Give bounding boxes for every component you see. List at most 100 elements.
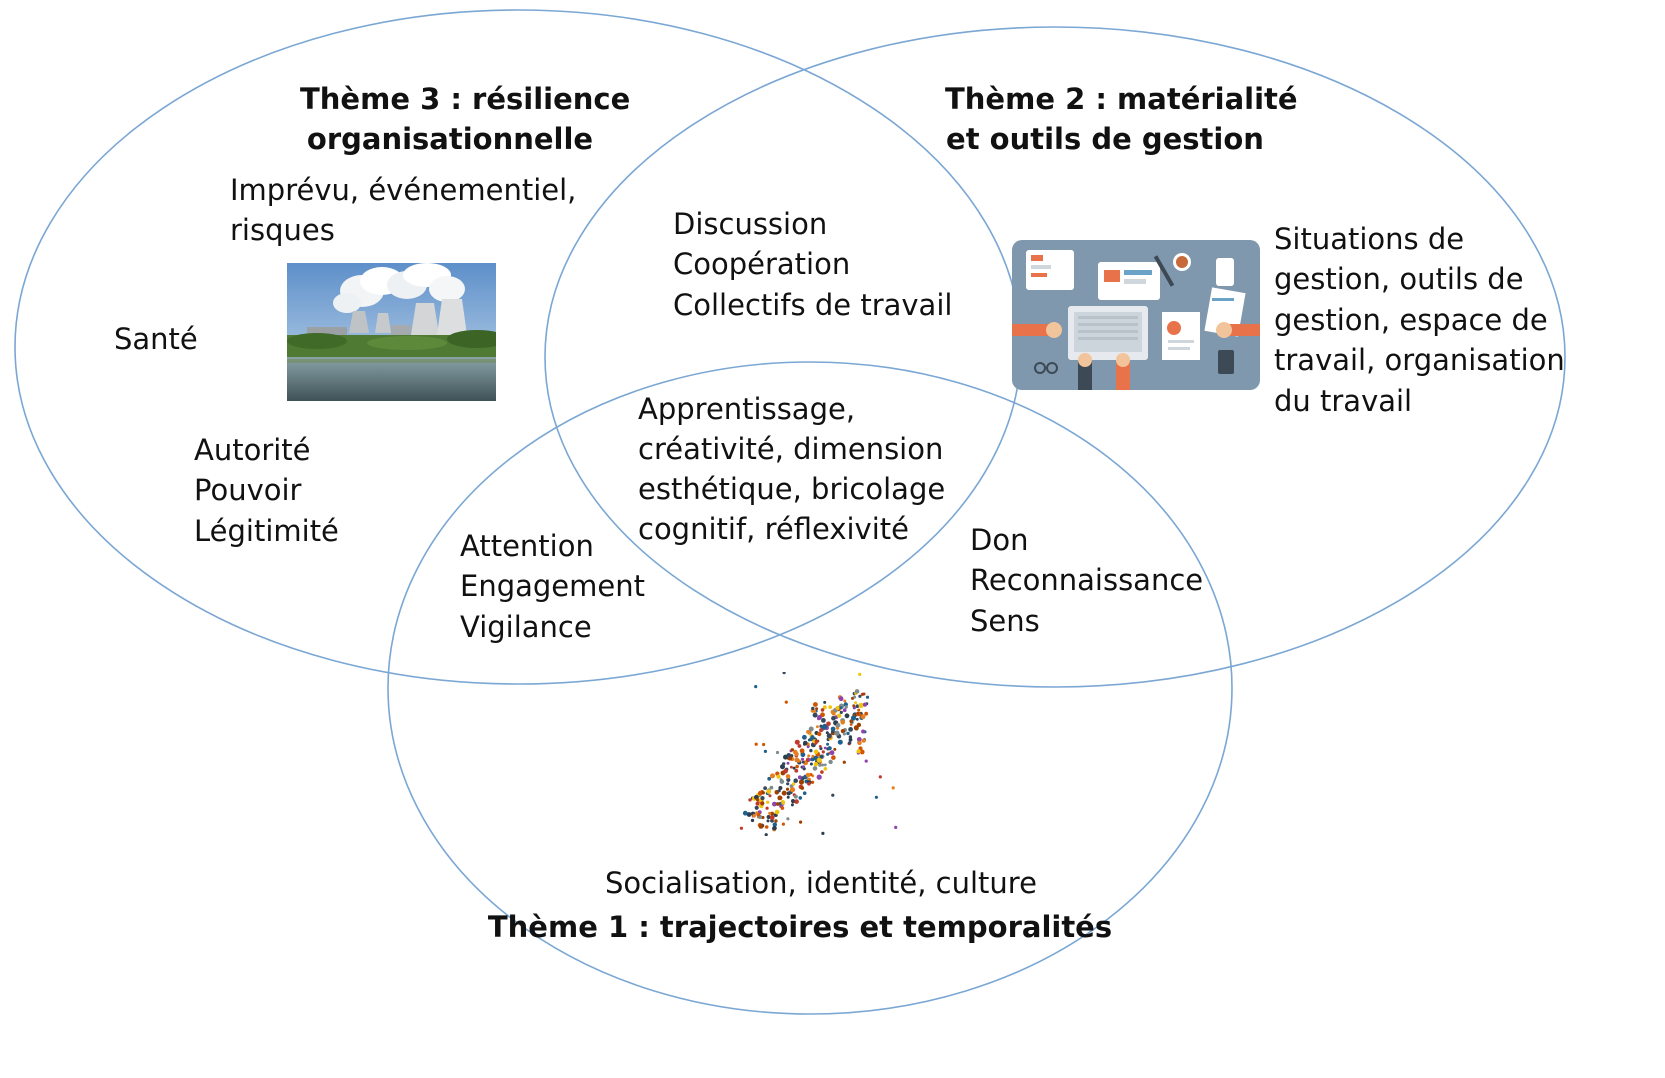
theme3-power: Pouvoir xyxy=(194,473,302,507)
crowd-person xyxy=(778,786,783,790)
crowd-person xyxy=(813,749,819,755)
crowd-person xyxy=(793,794,798,799)
crowd-person xyxy=(802,765,806,769)
crowd-person xyxy=(805,772,811,778)
overlap-3-1-line1: Attention xyxy=(460,529,594,563)
crowd-person xyxy=(822,705,827,710)
crowd-person xyxy=(839,710,843,714)
crowd-straggler xyxy=(762,742,766,747)
crowd-person xyxy=(750,818,755,823)
crowd-person xyxy=(790,748,794,752)
overlap-3-2-line3: Collectifs de travail xyxy=(673,288,953,322)
crowd-person xyxy=(758,790,763,796)
crowd-person xyxy=(768,794,772,798)
crowd-person xyxy=(837,739,843,745)
crowd-straggler xyxy=(775,750,780,755)
crowd-person xyxy=(765,806,769,810)
theme2-items-line2: gestion, outils de xyxy=(1274,262,1524,296)
overlap-3-1-line3: Vigilance xyxy=(460,610,592,644)
crowd-straggler xyxy=(858,672,862,676)
crowd-straggler xyxy=(874,795,878,799)
crowd-person xyxy=(826,733,832,739)
crowd-person xyxy=(761,791,765,795)
crowd-person xyxy=(811,706,815,711)
crowd-person xyxy=(862,702,868,707)
crowd-person xyxy=(780,800,786,805)
overlap-2-1-line2: Reconnaissance xyxy=(970,563,1204,597)
crowd-person xyxy=(819,728,824,733)
crowd-person xyxy=(746,812,752,817)
crowd-straggler xyxy=(754,742,758,746)
crowd-person xyxy=(853,695,857,699)
crowd-straggler xyxy=(842,760,846,764)
crowd-person xyxy=(828,705,833,709)
crowd-person xyxy=(816,757,822,763)
crowd-person xyxy=(807,754,811,758)
crowd-person xyxy=(790,765,793,769)
crowd-person xyxy=(829,750,835,756)
crowd-straggler xyxy=(786,817,790,821)
crowd-person xyxy=(777,795,783,801)
crowd-person xyxy=(795,764,799,769)
crowd-person xyxy=(834,730,840,736)
crowd-person xyxy=(813,702,818,707)
crowd-person xyxy=(766,815,771,819)
crowd-person xyxy=(817,715,822,720)
crowd-person xyxy=(776,774,781,779)
crowd-person xyxy=(798,779,805,785)
crowd-straggler xyxy=(784,700,788,704)
theme2-items-line5: du travail xyxy=(1274,384,1413,418)
crowd-straggler xyxy=(763,749,767,753)
crowd-person xyxy=(821,750,825,754)
crowd-person xyxy=(794,739,800,745)
crowd-person xyxy=(823,767,828,771)
theme2-items-line1: Situations de xyxy=(1274,222,1465,256)
crowd-person xyxy=(855,717,859,721)
crowd-person xyxy=(848,741,852,745)
crowd-person xyxy=(814,739,818,744)
overlap-2-1-line1: Don xyxy=(970,523,1029,557)
crowd-person xyxy=(827,746,832,751)
crowd-person xyxy=(789,787,796,793)
crowd-person xyxy=(793,749,798,755)
theme3-risk-line2: risques xyxy=(230,213,335,247)
crowd-person xyxy=(770,811,775,816)
crowd-person xyxy=(769,785,774,790)
crowd-person xyxy=(831,716,836,721)
crowd-person xyxy=(818,763,822,767)
crowd-person xyxy=(852,704,856,708)
crowd-person xyxy=(792,782,796,786)
crowd-person xyxy=(823,763,827,767)
crowd-person xyxy=(816,725,819,729)
crowd-person xyxy=(864,711,869,716)
crowd-person xyxy=(772,825,777,831)
crowd-person xyxy=(861,738,866,743)
crowd-person xyxy=(840,729,845,734)
crowd-person xyxy=(763,786,767,790)
crowd-person xyxy=(770,773,775,779)
nuclear-plant-image xyxy=(287,263,496,401)
crowd-person xyxy=(848,727,853,732)
crowd-person xyxy=(810,780,815,784)
overlap-3-2-line1: Discussion xyxy=(673,207,828,241)
crowd-person xyxy=(764,825,769,829)
crowd-person xyxy=(775,802,780,806)
overlap-3-2-line2: Coopération xyxy=(673,247,851,281)
crowd-person xyxy=(859,749,865,755)
crowd-person xyxy=(813,762,819,767)
crowd-person xyxy=(755,811,759,815)
crowd-person xyxy=(809,748,813,753)
crowd-person xyxy=(766,800,770,804)
crowd-person xyxy=(835,705,840,711)
crowd-straggler xyxy=(764,833,768,836)
overlap-all-line3: esthétique, bricolage xyxy=(638,472,946,506)
crowd-person xyxy=(760,796,765,801)
crowd-person xyxy=(766,789,772,794)
crowd-person xyxy=(858,702,864,708)
crowd-person xyxy=(798,796,803,800)
overlap-all-line4: cognitif, réflexivité xyxy=(638,512,909,546)
crowd-person xyxy=(783,768,788,774)
crowd-straggler xyxy=(799,820,803,824)
overlap-3-1-line2: Engagement xyxy=(460,569,645,603)
theme2-items-line3: gestion, espace de xyxy=(1274,303,1548,337)
